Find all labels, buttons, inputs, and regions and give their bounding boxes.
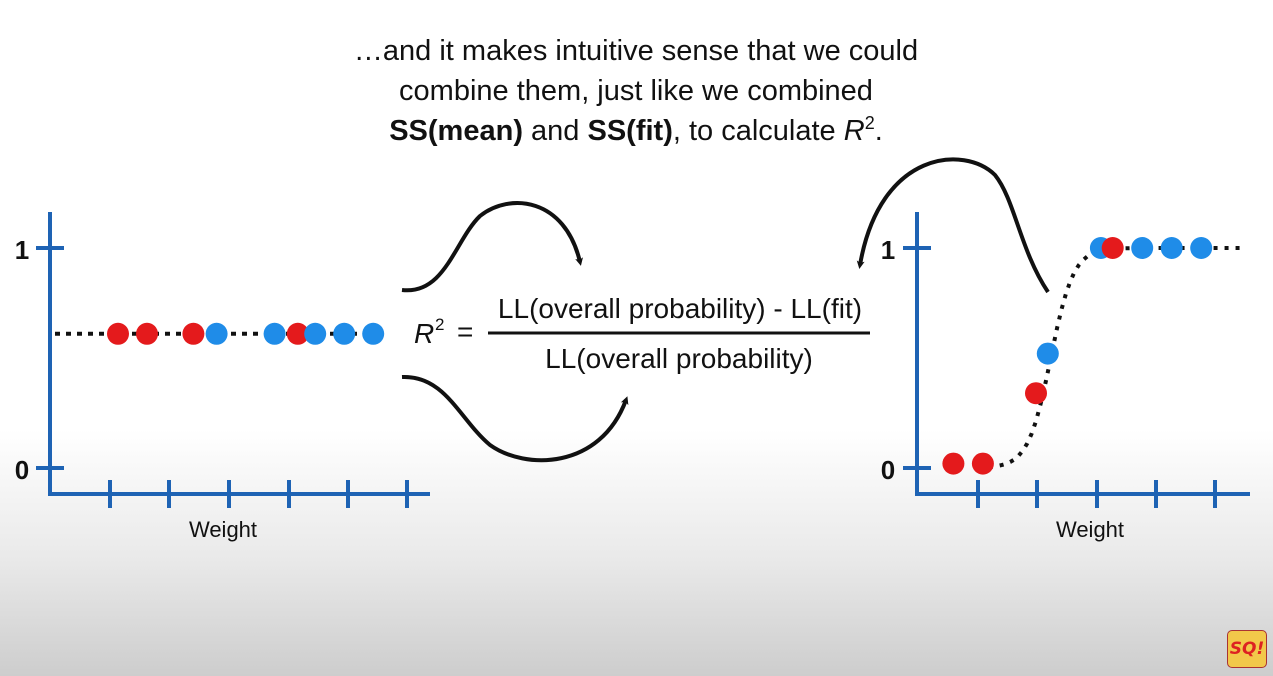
right-xlabel: Weight bbox=[1056, 517, 1124, 542]
left-point-red bbox=[286, 322, 309, 345]
right-logistic-curve bbox=[988, 246, 1246, 470]
left-point-red bbox=[107, 322, 129, 345]
right-plot: 1 0 Weight bbox=[881, 212, 1250, 542]
left-point-blue bbox=[205, 322, 228, 345]
left-plot: 1 0 Weight bbox=[15, 212, 430, 542]
left-point-red bbox=[182, 322, 205, 345]
right-point-blue bbox=[1036, 342, 1059, 365]
arrow-bottom-left bbox=[401, 374, 629, 463]
caption-r-sup: 2 bbox=[864, 113, 875, 133]
arrow-top-left bbox=[401, 201, 583, 293]
left-axes bbox=[36, 212, 430, 508]
right-axes bbox=[903, 212, 1250, 508]
formula-r: R bbox=[414, 318, 434, 349]
right-point-blue bbox=[1131, 237, 1154, 259]
caption-and: and bbox=[522, 115, 588, 147]
left-xlabel: Weight bbox=[189, 517, 257, 542]
right-ytick-1: 1 bbox=[881, 235, 895, 265]
caption-line-2: combine them, just like we combined bbox=[399, 75, 873, 107]
left-point-blue bbox=[304, 322, 327, 345]
formula-denominator: LL(overall probability) bbox=[545, 343, 813, 374]
caption-to-calc: , to calculate bbox=[672, 115, 844, 147]
caption-r: R bbox=[843, 115, 865, 147]
caption: …and it makes intuitive sense that we co… bbox=[236, 31, 1036, 151]
right-point-blue bbox=[1160, 237, 1183, 259]
left-point-blue bbox=[263, 322, 286, 345]
right-point-red bbox=[971, 452, 994, 475]
caption-line-3: SS(mean) and SS(fit), to calculate R2. bbox=[236, 111, 1036, 151]
right-point-red bbox=[1025, 382, 1047, 405]
left-ytick-0: 0 bbox=[15, 455, 29, 485]
caption-ss-fit: SS(fit) bbox=[587, 115, 673, 147]
caption-period: . bbox=[874, 115, 883, 147]
right-points bbox=[942, 237, 1213, 475]
arrow-top-right bbox=[856, 157, 1050, 294]
formula-numerator: LL(overall probability) - LL(fit) bbox=[498, 293, 862, 324]
right-ytick-0: 0 bbox=[881, 455, 895, 485]
formula-equals: = bbox=[457, 316, 473, 347]
left-point-blue bbox=[362, 322, 385, 345]
left-point-red bbox=[136, 322, 158, 345]
formula: R 2 = LL(overall probability) - LL(fit) … bbox=[414, 293, 870, 374]
left-point-blue bbox=[333, 322, 356, 345]
caption-ss-mean: SS(mean) bbox=[389, 115, 523, 147]
right-point-red bbox=[942, 452, 965, 475]
right-point-blue bbox=[1190, 237, 1213, 259]
right-point-red bbox=[1101, 237, 1124, 259]
left-ytick-1: 1 bbox=[15, 235, 29, 265]
channel-logo: SQ! bbox=[1227, 630, 1267, 668]
left-points bbox=[107, 322, 385, 345]
formula-r-sup: 2 bbox=[435, 315, 444, 334]
caption-line-1: …and it makes intuitive sense that we co… bbox=[353, 35, 919, 67]
